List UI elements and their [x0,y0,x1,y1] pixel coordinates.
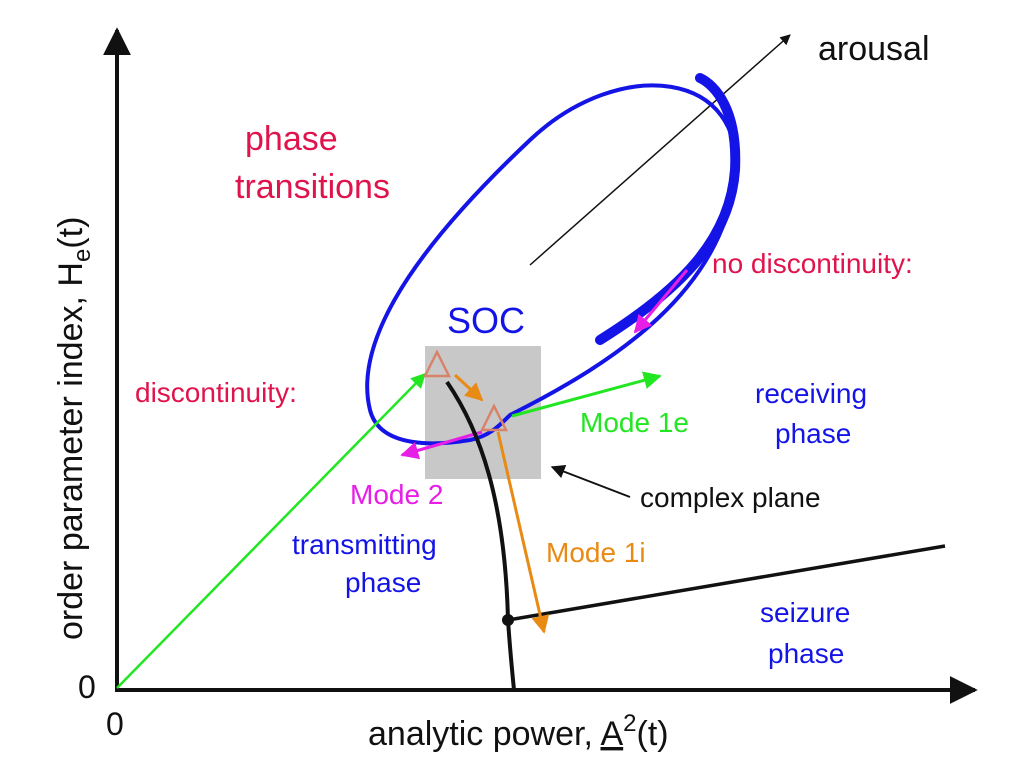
seizure-line [507,544,946,622]
x-axis-title-symbol: A [600,715,623,753]
label-transmitting-line2: phase [345,567,421,598]
arousal-arrow [529,34,791,266]
label-mode-2: Mode 2 [350,479,443,510]
x-axis-origin-label: 0 [106,706,124,742]
label-seizure-line1: seizure [760,597,850,628]
label-phase-transitions-line2: transitions [235,168,390,206]
green-discontinuity-arrow [116,372,427,689]
label-complex-plane: complex plane [640,482,821,513]
y-axis-title: order parameter index, He(t) [52,217,96,640]
x-axis-title-suffix: (t) [637,715,669,753]
green-mode-1e-arrow [511,371,662,418]
seizure-junction-dot [502,614,514,626]
seizure-curve [445,380,516,691]
orange-small-arrow [453,373,484,402]
soc-loop-thick [595,73,741,345]
label-mode-1i: Mode 1i [546,537,646,568]
label-transmitting-line1: transmitting [292,529,437,560]
label-phase-transitions-line1: phase [245,120,338,158]
x-axis-title: analytic power, A2(t) [368,710,669,753]
x-axis-title-exponent: 2 [623,710,636,737]
label-receiving-line1: receiving [755,378,867,409]
y-axis-title-suffix: (t) [52,217,90,249]
triangle-marker-lower [479,403,509,432]
label-arousal: arousal [818,30,930,68]
y-axis-origin-label: 0 [78,669,96,705]
label-soc: SOC [447,300,525,341]
complex-plane-pointer [550,464,631,498]
label-no-discontinuity: no discontinuity: [712,248,913,279]
magenta-mode-2-arrow [400,430,483,460]
label-discontinuity: discontinuity: [135,377,297,408]
x-axis-title-prefix: analytic power, [368,715,600,753]
triangle-marker-upper [422,349,452,378]
y-axis-title-subscript: e [69,249,96,262]
magenta-no-discontinuity-arrow [633,269,689,334]
y-axis-title-prefix: order parameter index, H [52,262,90,640]
soc-loop [365,83,738,446]
label-seizure-line2: phase [768,638,844,669]
label-mode-1e: Mode 1e [580,407,689,438]
label-receiving-line2: phase [775,418,851,449]
orange-mode-1i-arrow [496,431,550,634]
